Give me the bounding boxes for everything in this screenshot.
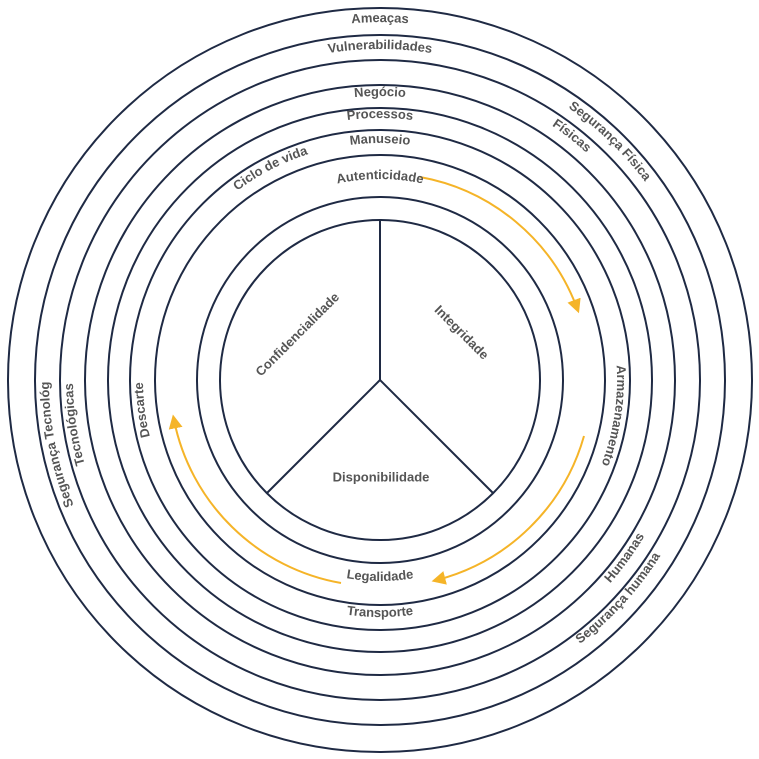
label-armazenamento: Armazenamento xyxy=(599,365,629,469)
ring-vulnerabilidades-inner xyxy=(59,59,701,701)
core-divider-left xyxy=(266,379,381,494)
label-tecnologicas: Tecnológicas xyxy=(61,383,88,467)
label-negocio: Negócio xyxy=(354,84,407,100)
ring-ciclo-de-vida xyxy=(196,196,564,564)
core-divider-right xyxy=(379,379,494,494)
lifecycle-arrow-manuseio-armazenamento xyxy=(419,176,581,314)
ring-categorias xyxy=(84,84,676,676)
ring-vulnerabilidades-outer xyxy=(34,34,726,726)
label-manuseio: Manuseio xyxy=(349,131,411,148)
ring-negocio xyxy=(107,107,653,653)
label-processos: Processos xyxy=(346,106,414,123)
label-ciclo-de-vida: Ciclo de vida xyxy=(230,142,310,193)
label-ameacas: Ameaças xyxy=(351,10,410,26)
core-label-confidencialidade: Confidencialidade xyxy=(252,289,342,379)
core-label-integridade: Integridade xyxy=(432,302,492,362)
lifecycle-arrow-transporte-descarte xyxy=(168,414,342,584)
lifecycle-arrow-armazenamento-transporte xyxy=(431,435,585,585)
ring-manuseio xyxy=(154,154,606,606)
ring-processos xyxy=(129,129,631,631)
label-transporte: Transporte xyxy=(346,603,414,620)
core-label-disponibilidade: Disponibilidade xyxy=(333,469,430,484)
label-legalidade: Legalidade xyxy=(346,566,414,584)
ring-ameacas xyxy=(7,7,753,753)
label-vulnerabilidades: Vulnerabilidades xyxy=(327,37,434,56)
label-autenticidade: Autenticidade xyxy=(335,167,425,187)
